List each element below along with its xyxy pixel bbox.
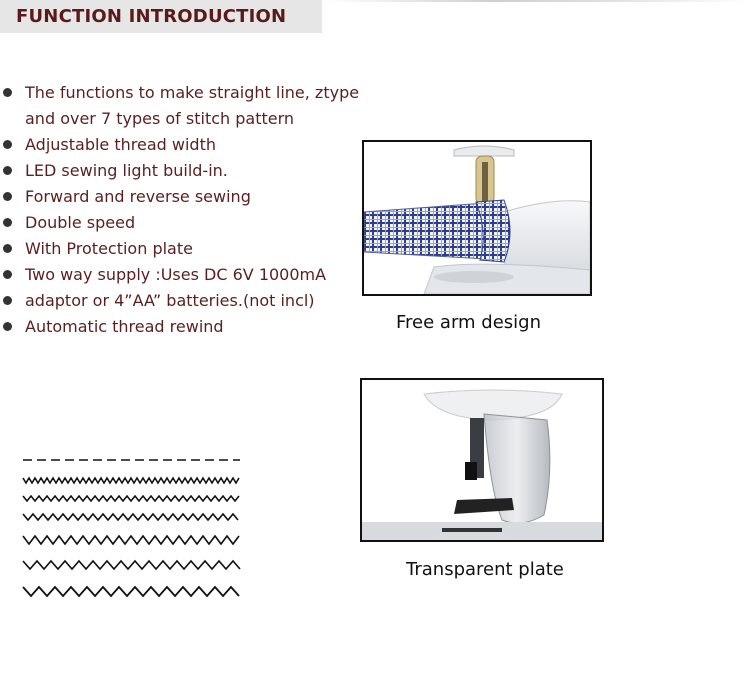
- bullet-icon: [3, 166, 12, 175]
- title-bar: FUNCTION INTRODUCTION: [0, 0, 322, 33]
- bullet-icon: [3, 218, 12, 227]
- feature-text: With Protection plate: [25, 239, 193, 258]
- feature-text: Adjustable thread width: [25, 135, 216, 154]
- free-arm-caption: Free arm design: [396, 312, 542, 333]
- zigzag-stitch-1: [22, 476, 240, 485]
- feature-text: adaptor or 4”AA” batteries.(not incl): [25, 291, 315, 310]
- bullet-icon: [3, 140, 12, 149]
- feature-list: The functions to make straight line, zty…: [0, 80, 360, 340]
- feature-item: adaptor or 4”AA” batteries.(not incl): [0, 288, 360, 314]
- feature-item: Forward and reverse sewing: [0, 184, 360, 210]
- transparent-plate-caption: Transparent plate: [406, 559, 564, 580]
- transparent-plate-photo: [360, 378, 604, 542]
- top-divider: [322, 0, 750, 2]
- bullet-icon: [3, 192, 12, 201]
- feature-item: Double speed: [0, 210, 360, 236]
- feature-item: Automatic thread rewind: [0, 314, 360, 340]
- zigzag-stitch-4: [22, 534, 240, 546]
- free-arm-photo: [362, 140, 592, 296]
- feature-item: Two way supply :Uses DC 6V 1000mA: [0, 262, 360, 288]
- feature-text-continued: and over 7 types of stitch pattern: [25, 109, 295, 128]
- feature-text: Double speed: [25, 213, 136, 232]
- feature-item: LED sewing light build-in.: [0, 158, 360, 184]
- zigzag-stitch-5: [22, 559, 241, 571]
- bullet-icon: [3, 296, 12, 305]
- feature-item: With Protection plate: [0, 236, 360, 262]
- bullet-icon: [3, 270, 12, 279]
- feature-text: Automatic thread rewind: [25, 317, 224, 336]
- bullet-icon: [3, 88, 12, 97]
- zigzag-stitch-3: [22, 512, 239, 522]
- feature-item: Adjustable thread width: [0, 132, 360, 158]
- stitch-patterns: [22, 459, 241, 598]
- zigzag-stitch-6: [22, 585, 240, 598]
- page-title: FUNCTION INTRODUCTION: [16, 6, 287, 27]
- transparent-plate-illustration: [362, 380, 602, 540]
- feature-text: LED sewing light build-in.: [25, 161, 228, 180]
- feature-text: The functions to make straight line, zty…: [25, 83, 360, 102]
- feature-text: Forward and reverse sewing: [25, 187, 251, 206]
- feature-text: Two way supply :Uses DC 6V 1000mA: [25, 265, 327, 284]
- free-arm-illustration: [364, 142, 590, 294]
- bullet-icon: [3, 244, 12, 253]
- zigzag-stitch-2: [22, 494, 240, 503]
- feature-item: The functions to make straight line, zty…: [0, 80, 360, 132]
- bullet-icon: [3, 322, 12, 331]
